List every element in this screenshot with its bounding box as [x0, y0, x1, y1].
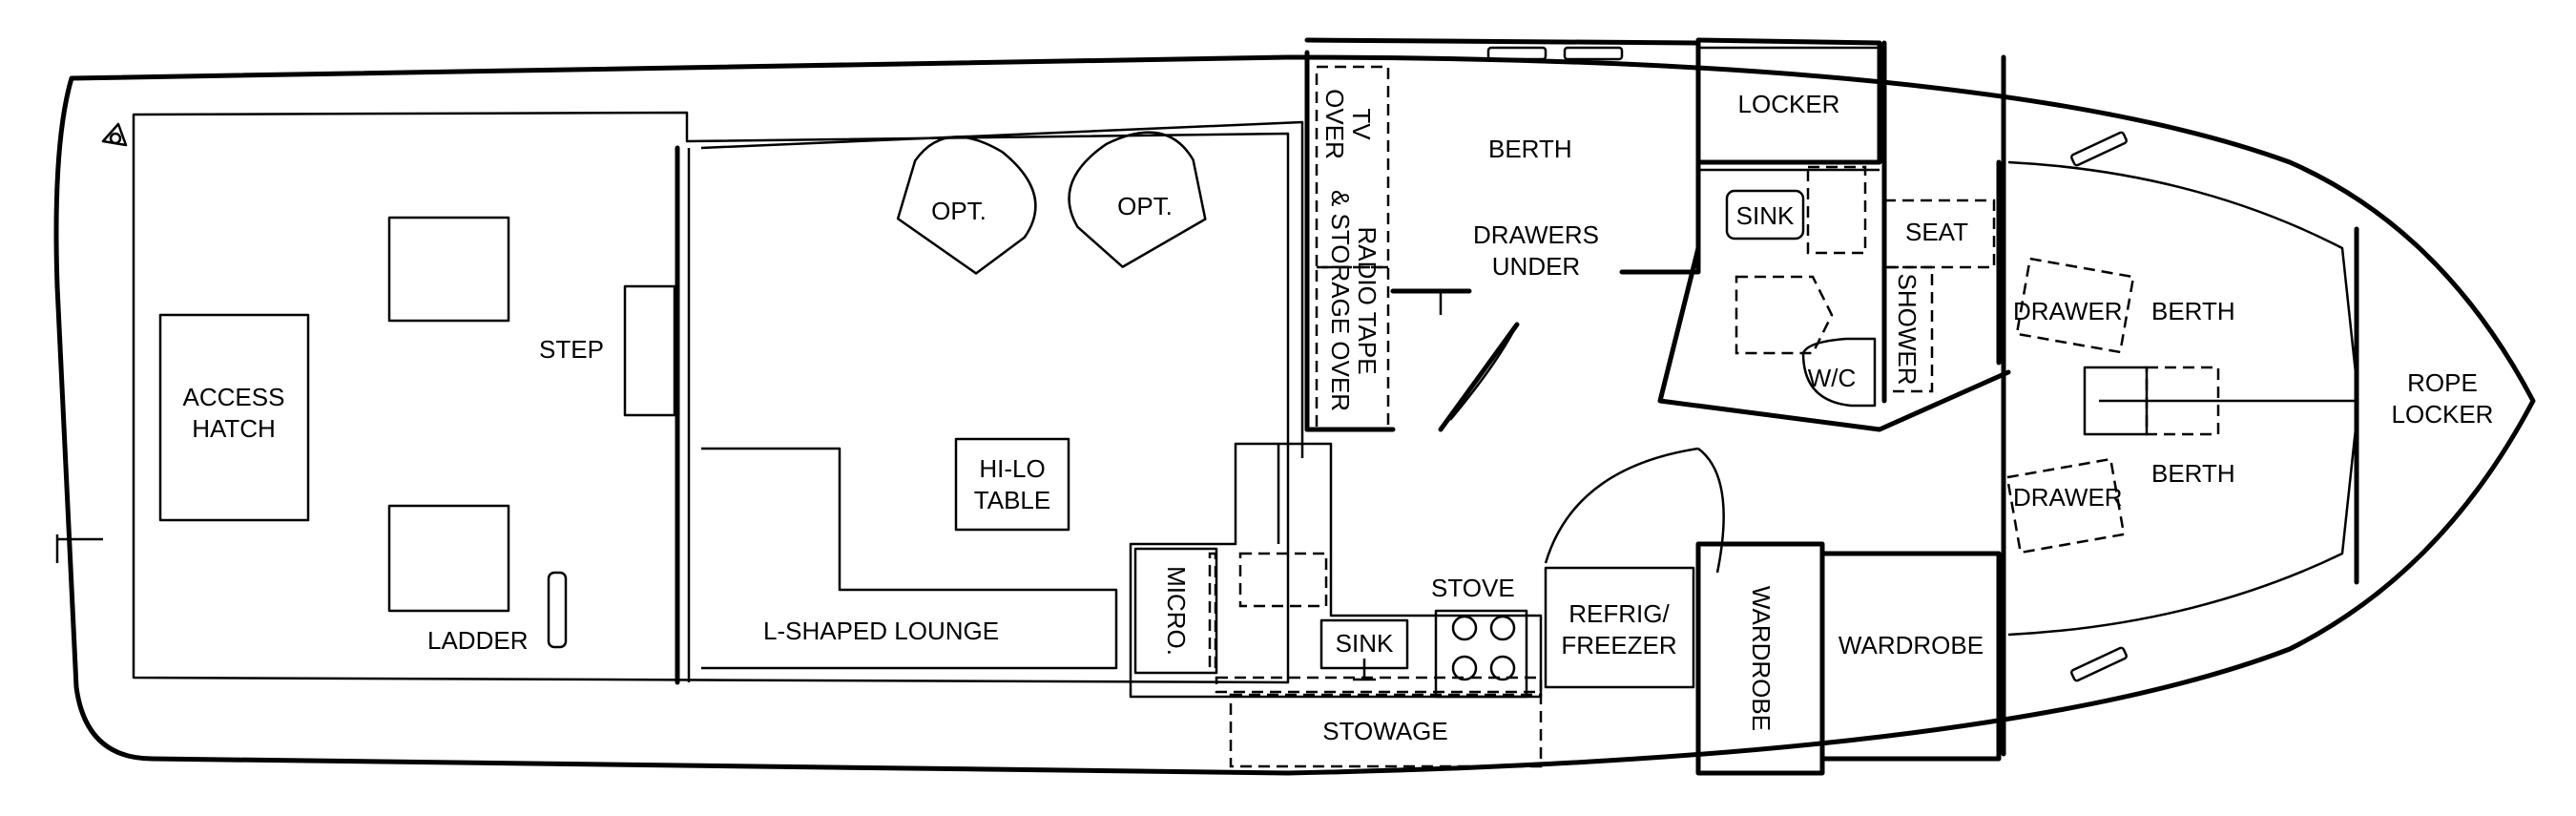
- seat-label: SEAT: [1905, 218, 1968, 246]
- drawer-upper-label: DRAWER: [2013, 297, 2123, 325]
- seat: [1882, 199, 1996, 269]
- rope-locker-label: ROPE: [2407, 368, 2478, 397]
- companionway-arc: [1544, 447, 1699, 564]
- porthole-1: [1486, 46, 1548, 61]
- drawer-lower-label: DRAWER: [2013, 483, 2123, 512]
- refrig-label: REFRIG/: [1568, 599, 1670, 628]
- burner-4: [1489, 655, 1516, 681]
- micro-label-group: MICRO.: [1162, 566, 1191, 656]
- tv-label: TV: [1347, 108, 1376, 140]
- salon-outline: [700, 120, 1304, 670]
- berth-porthole-upper: [2070, 131, 2128, 167]
- shower-label-group: SHOWER: [1893, 274, 1922, 386]
- optional-chair-right: OPT.: [1068, 131, 1207, 268]
- berth-porthole-lower: [2070, 646, 2128, 682]
- head-dashed-area: [1735, 275, 1834, 355]
- shower-area: [1882, 265, 1934, 393]
- radio-tape-label-group: RADIO TAPE & STORAGE OVER: [1326, 190, 1381, 411]
- micro-label: MICRO.: [1162, 566, 1191, 656]
- stove-label: STOVE: [1431, 574, 1515, 602]
- wardrobe-vertical-label: WARDROBE: [1747, 586, 1776, 731]
- access-hatch-label-2: HATCH: [192, 414, 276, 443]
- locker: [1696, 46, 1881, 164]
- burner-3: [1451, 655, 1478, 681]
- burner-1: [1451, 615, 1478, 641]
- step-label: STEP: [539, 335, 604, 364]
- hull-outline: [53, 54, 2536, 776]
- access-hatch: [158, 313, 310, 522]
- berth-lower-label: BERTH: [2151, 459, 2235, 488]
- porthole-2: [1563, 46, 1624, 61]
- wardrobe-vertical-label-group: WARDROBE: [1747, 586, 1776, 731]
- tv-over-label-group: TV OVER: [1320, 89, 1376, 159]
- berth-filler-dashed: [2145, 366, 2220, 436]
- locker-label: LOCKER: [1738, 90, 1840, 118]
- freezer-label: FREEZER: [1561, 631, 1676, 659]
- step: [623, 284, 676, 417]
- galley-outline: [1129, 442, 1543, 699]
- refrig-freezer: [1544, 566, 1695, 689]
- hatch-square-upper: [387, 216, 510, 323]
- hi-lo-table-label-2: TABLE: [974, 486, 1050, 514]
- shower-label: SHOWER: [1893, 274, 1922, 386]
- v-berth-outline: [2007, 160, 2358, 637]
- galley-sink-label: SINK: [1336, 629, 1394, 658]
- stowage: [1229, 693, 1543, 768]
- deck-fitting-icon: [101, 122, 128, 147]
- radio-tape-label: RADIO TAPE: [1353, 226, 1381, 374]
- optional-chair-left: OPT.: [896, 136, 1037, 275]
- rope-locker-label-2: LOCKER: [2392, 400, 2494, 429]
- wc-label: W/C: [1808, 364, 1857, 392]
- galley-dashed-edge: [1215, 676, 1543, 694]
- storage-over-label: & STORAGE OVER: [1326, 190, 1355, 411]
- access-hatch-label: ACCESS: [183, 383, 285, 411]
- berth-label: BERTH: [1488, 135, 1572, 163]
- radio-cabinet: [1315, 265, 1390, 431]
- head-sink-label: SINK: [1736, 201, 1795, 230]
- wardrobe-label: WARDROBE: [1839, 631, 1984, 659]
- over-label: OVER: [1320, 89, 1349, 159]
- berth-upper-label: BERTH: [2151, 297, 2235, 325]
- drawers-under-label: DRAWERS: [1473, 220, 1599, 249]
- ladder: [547, 571, 568, 649]
- stowage-label: STOWAGE: [1322, 717, 1447, 745]
- microwave-dashed: [1208, 552, 1217, 670]
- tv-cabinet: [1315, 65, 1390, 269]
- opt-right-label: OPT.: [1117, 192, 1173, 220]
- head-sink: [1725, 189, 1805, 241]
- galley-counter-dashed: [1238, 552, 1328, 608]
- deck-inner-line: [132, 111, 1290, 684]
- toilet: [1801, 337, 1877, 408]
- hatch-square-lower: [387, 504, 510, 613]
- drawers-under-label-2: UNDER: [1492, 252, 1580, 281]
- opt-left-label: OPT.: [931, 197, 987, 225]
- hi-lo-table-label: HI-LO: [979, 454, 1045, 483]
- hi-lo-table: [954, 437, 1070, 532]
- burner-2: [1489, 615, 1516, 641]
- wardrobe: [1819, 551, 2002, 762]
- ladder-label: LADDER: [427, 626, 528, 655]
- l-shaped-lounge-label: L-SHAPED LOUNGE: [763, 617, 999, 645]
- stove: [1434, 609, 1528, 699]
